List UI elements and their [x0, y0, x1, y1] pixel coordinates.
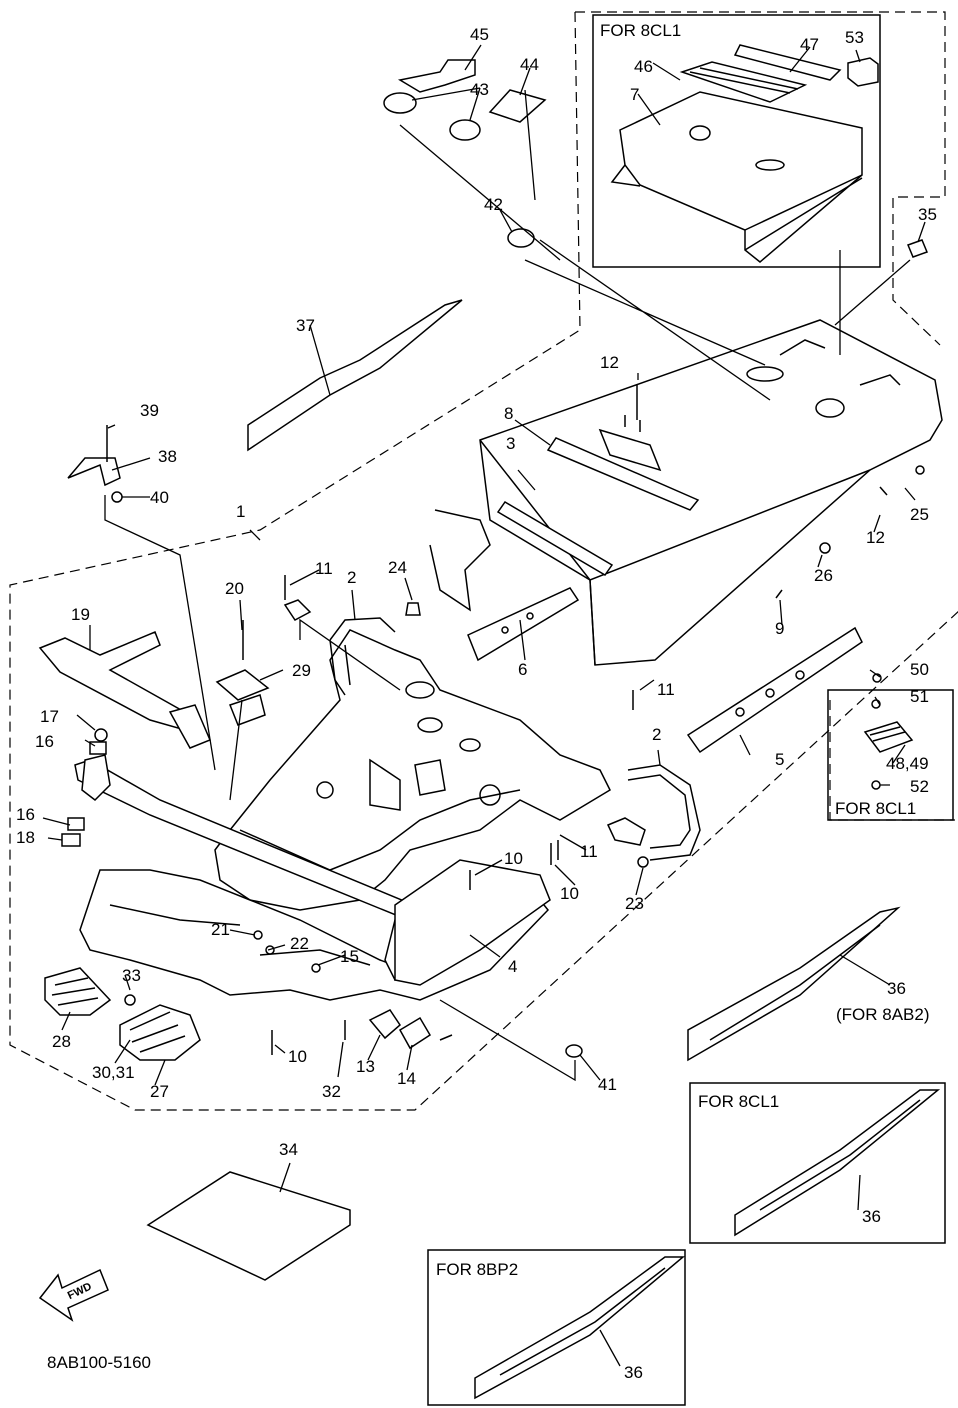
- callout: 41: [598, 1075, 617, 1094]
- callout: 35: [918, 205, 937, 224]
- callout: 37: [296, 316, 315, 335]
- callout: 11: [315, 559, 333, 578]
- callout: 3: [506, 434, 515, 453]
- leader-lines: [42, 44, 926, 1367]
- callout: 6: [518, 660, 527, 679]
- callout: 26: [814, 566, 833, 585]
- callout: 2: [347, 568, 356, 587]
- callout: 23: [625, 894, 644, 913]
- box-8cl1-side: FOR 8CL1: [827, 673, 954, 821]
- callout: 36: [887, 979, 906, 998]
- callout: 52: [910, 777, 929, 796]
- callout: 38: [158, 447, 177, 466]
- callout: 28: [52, 1032, 71, 1051]
- callout: 7: [630, 85, 639, 104]
- box-8bp2-decal: FOR 8BP2: [427, 1249, 686, 1406]
- callout: 33: [122, 966, 141, 985]
- callout: 45: [470, 25, 489, 44]
- callout: 44: [520, 55, 539, 74]
- box-title: FOR 8CL1: [835, 799, 916, 818]
- callout: 18: [16, 828, 35, 847]
- callouts: 45 53 47 46 43 44 7 42 35 37 12 39 8 38 …: [16, 25, 937, 1382]
- callout: 27: [150, 1082, 169, 1101]
- bracket-38: [67, 425, 123, 503]
- pads: [383, 59, 928, 258]
- callout: 19: [71, 605, 90, 624]
- callout: 10: [288, 1047, 307, 1066]
- callout: 14: [397, 1069, 416, 1088]
- callout: 39: [140, 401, 159, 420]
- box-title: FOR 8CL1: [698, 1092, 779, 1111]
- callout: 29: [292, 661, 311, 680]
- callout: 32: [322, 1082, 341, 1101]
- callout: 17: [40, 707, 59, 726]
- callout: 20: [225, 579, 244, 598]
- brackets: [467, 587, 863, 754]
- callout: 4: [508, 957, 517, 976]
- box-title: FOR 8BP2: [436, 1260, 518, 1279]
- mat-34: [146, 1171, 351, 1281]
- plate-29: [215, 620, 270, 701]
- decal-37: [247, 299, 463, 452]
- steering-column: [38, 631, 266, 749]
- callout: 24: [388, 558, 407, 577]
- callout: 1: [236, 502, 245, 521]
- callout: 25: [910, 505, 929, 524]
- callout: 12: [600, 353, 619, 372]
- callout: 47: [800, 35, 819, 54]
- callout: 36: [862, 1207, 881, 1226]
- callout: 10: [504, 849, 523, 868]
- callout: 10: [560, 884, 579, 903]
- rear-deck: [429, 319, 943, 666]
- callout: 30,31: [92, 1063, 135, 1082]
- callout: 43: [470, 80, 489, 99]
- decal-36-8ab2: [687, 906, 901, 1062]
- callout: 8: [504, 404, 513, 423]
- callout: 16: [35, 732, 54, 751]
- seat-rails: [496, 415, 700, 576]
- small-parts: [61, 384, 925, 1058]
- callout: 13: [356, 1057, 375, 1076]
- box-8cl1-top: FOR 8CL1: [592, 14, 881, 268]
- callout: 5: [775, 750, 784, 769]
- callout: 50: [910, 660, 929, 679]
- callout: 9: [775, 619, 784, 638]
- callout: 53: [845, 28, 864, 47]
- note-8ab2: (FOR 8AB2): [836, 1005, 930, 1024]
- callout: 40: [150, 488, 169, 507]
- callout: 34: [279, 1140, 298, 1159]
- front-frame: [74, 629, 611, 1001]
- box-8cl1-decal: FOR 8CL1: [689, 1082, 946, 1244]
- callout: 15: [340, 947, 359, 966]
- diagram-code: 8AB100-5160: [47, 1353, 151, 1372]
- callout: 51: [910, 687, 929, 706]
- callout: 2: [652, 725, 661, 744]
- callout: 22: [290, 934, 309, 953]
- callout: 21: [211, 920, 230, 939]
- callout: 11: [580, 842, 598, 861]
- box-title: FOR 8CL1: [600, 21, 681, 40]
- callout: 11: [657, 680, 675, 699]
- callout: 42: [484, 195, 503, 214]
- callout: 36: [624, 1363, 643, 1382]
- callout: 48,49: [886, 754, 929, 773]
- callout: 46: [634, 57, 653, 76]
- fwd-arrow: FWD: [38, 1268, 109, 1322]
- plates-13-14: [368, 1009, 432, 1050]
- boots: [44, 967, 201, 1061]
- callout: 16: [16, 805, 35, 824]
- skid-plate: [394, 859, 551, 986]
- callout: 12: [866, 528, 885, 547]
- grab-bars: [329, 617, 701, 861]
